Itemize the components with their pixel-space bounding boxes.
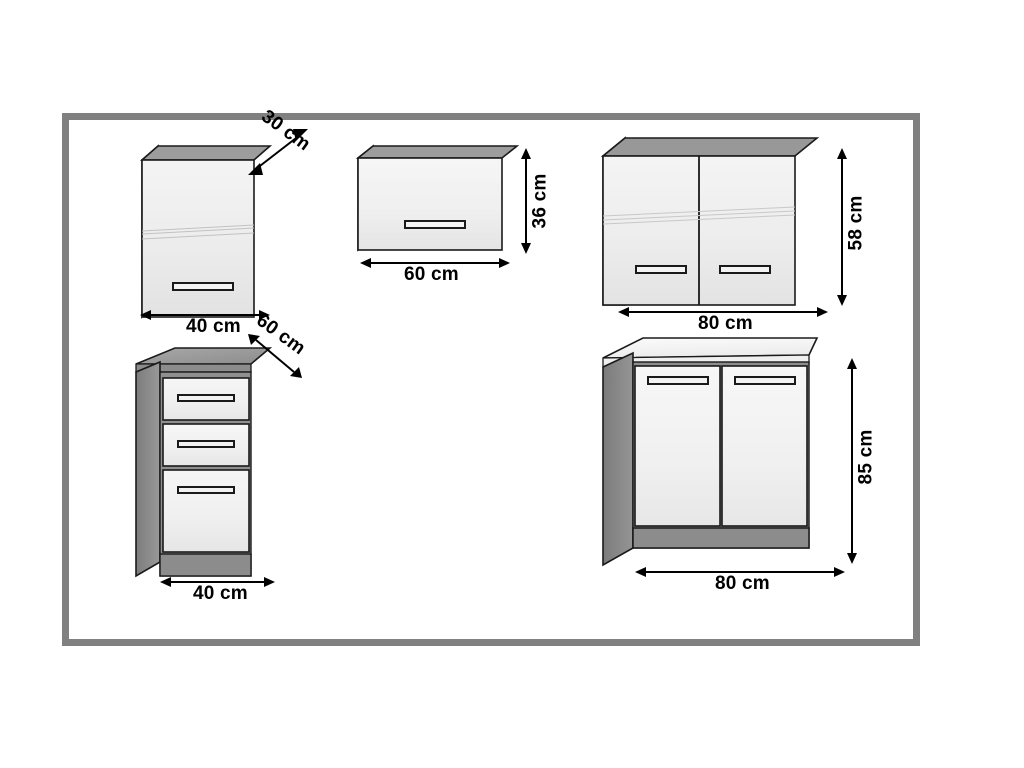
dim-arrow-wall40-depth (248, 129, 308, 175)
dim-label-wall80-height: 58 cm (845, 195, 867, 251)
unit-base-cabinet-80[interactable] (595, 330, 855, 590)
dim-arrow-wall80-width (618, 307, 828, 317)
dim-label-wall60-width: 60 cm (404, 264, 459, 285)
dim-label-wall40-width: 40 cm (186, 316, 241, 337)
cabinet-side-panel (602, 351, 634, 567)
glass-shelf-lines (602, 206, 796, 225)
drawer-handle-icon-1 (177, 394, 235, 402)
cabinet-top-panel (600, 137, 820, 157)
cabinet-top-panel (355, 145, 520, 159)
cabinet-plinth (632, 527, 810, 549)
diagram-frame-border (62, 113, 920, 646)
unit-wall-cabinet-40[interactable] (130, 135, 330, 330)
door-handle-icon (172, 282, 234, 291)
dim-label-base80-width: 80 cm (715, 573, 770, 594)
unit-wall-cabinet-80[interactable] (595, 128, 840, 318)
door-handle-icon-right (719, 265, 771, 274)
drawer-front-3 (162, 469, 250, 553)
door-handle-icon-left (635, 265, 687, 274)
cabinet-door-front (357, 157, 503, 251)
door-front-left (634, 365, 721, 527)
dim-arrow-wall60-height (521, 148, 531, 254)
door-handle-icon (404, 220, 466, 229)
unit-base-cabinet-40-drawers[interactable] (130, 340, 310, 590)
cabinet-side-panel (135, 360, 161, 578)
dim-label-base40-width: 40 cm (193, 583, 248, 604)
dim-arrow-base80-width (635, 567, 845, 577)
glass-shelf-lines (141, 224, 255, 240)
dim-arrow-base40-width (160, 577, 275, 587)
dim-arrow-wall40-width (140, 310, 270, 320)
dim-arrow-base80-height (847, 358, 857, 564)
door-front-right (721, 365, 808, 527)
door-handle-icon-left (647, 376, 709, 385)
door-handle-icon-right (734, 376, 796, 385)
drawer-handle-icon-2 (177, 440, 235, 448)
dim-label-wall60-height: 36 cm (529, 173, 551, 229)
cabinet-plinth (159, 553, 252, 577)
dim-arrow-wall60-width (360, 258, 510, 268)
dim-label-base80-height: 85 cm (855, 429, 877, 485)
unit-wall-cabinet-60[interactable] (352, 140, 542, 270)
dim-arrow-wall80-height (837, 148, 847, 306)
dim-arrow-base40-depth (248, 334, 302, 378)
drawer-handle-icon-3 (177, 486, 235, 494)
dim-label-wall80-width: 80 cm (698, 313, 753, 334)
